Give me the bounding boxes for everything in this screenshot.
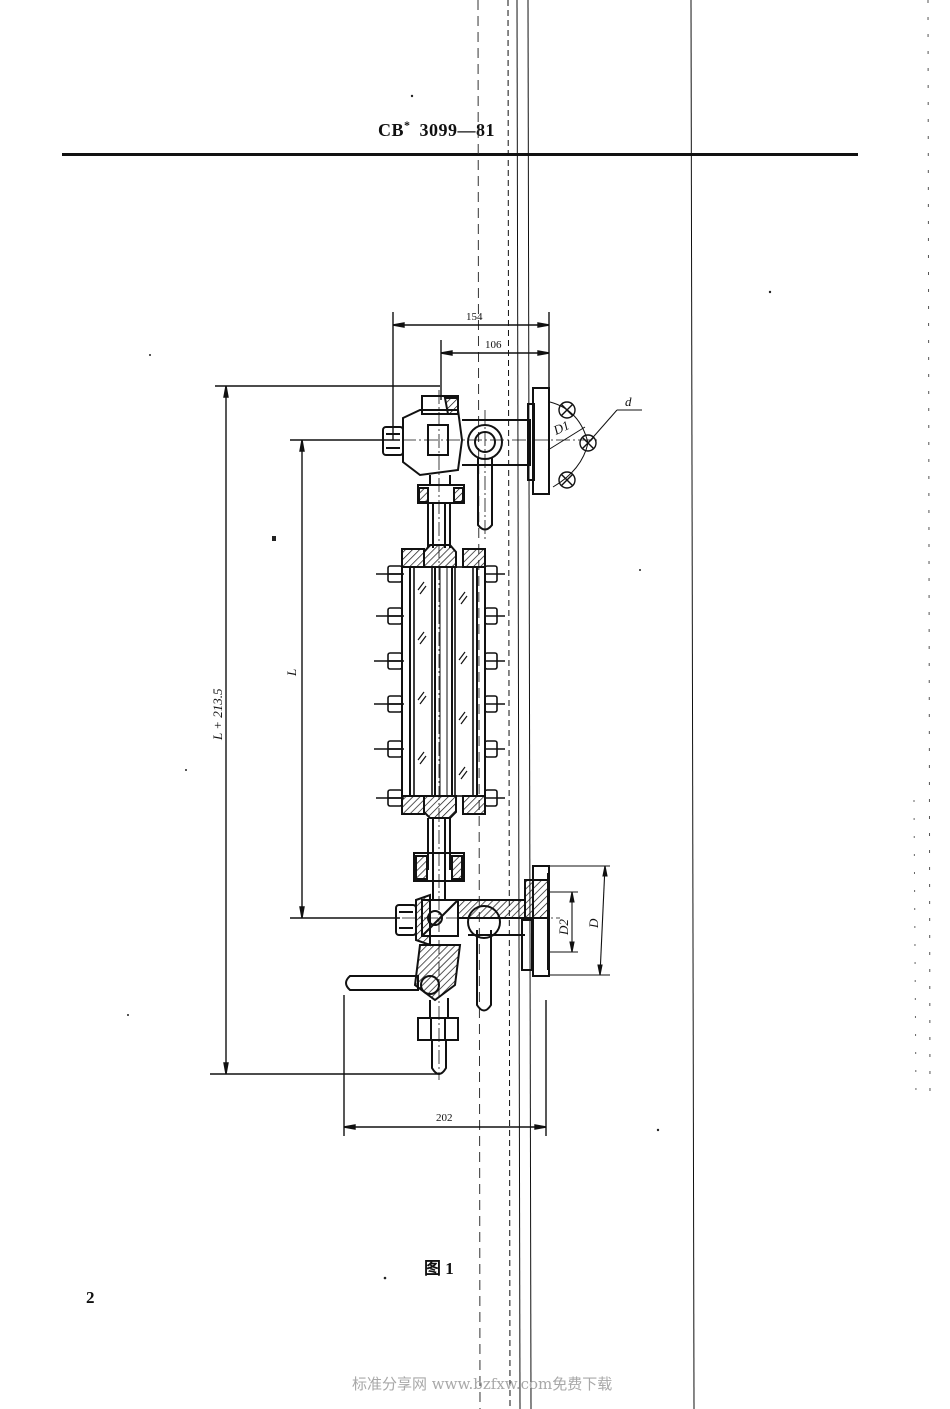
standard-number: 3099—81 bbox=[419, 120, 496, 140]
gauge-glass-body bbox=[401, 544, 486, 819]
flange-bolt-pattern: d D1 bbox=[547, 394, 642, 489]
svg-text:d: d bbox=[625, 394, 632, 409]
bolt-row bbox=[376, 565, 505, 583]
svg-text:L + 213.5: L + 213.5 bbox=[210, 688, 225, 741]
svg-text:D: D bbox=[586, 918, 601, 929]
header-rule bbox=[62, 153, 858, 156]
lower-tube bbox=[427, 818, 451, 900]
figure-caption: 图 1 bbox=[424, 1259, 454, 1278]
watermark: 标准分享网 www.bzfxw.com免费下载 bbox=[352, 1375, 613, 1393]
upper-valve bbox=[382, 387, 550, 531]
dimension-202: 202 bbox=[343, 995, 547, 1136]
scan-fold-lines bbox=[477, 0, 931, 1409]
upper-tube bbox=[427, 503, 451, 548]
dimension-154: 154 bbox=[392, 311, 550, 440]
standard-mark: * bbox=[404, 118, 411, 132]
standard-code: CB* 3099—81 bbox=[378, 118, 496, 141]
svg-text:202: 202 bbox=[436, 1112, 453, 1124]
lower-valve bbox=[345, 852, 550, 1075]
page-number: 2 bbox=[86, 1288, 95, 1307]
dimension-center-distance: L bbox=[284, 439, 400, 919]
dimension-106: 106 bbox=[440, 339, 550, 400]
svg-text:D2: D2 bbox=[556, 919, 571, 936]
svg-text:106: 106 bbox=[485, 339, 502, 351]
dimension-flange-diameters: D2 D bbox=[548, 865, 610, 976]
svg-text:154: 154 bbox=[466, 311, 483, 323]
scan-specks bbox=[127, 94, 772, 1280]
dimension-overall-height: L + 213.5 bbox=[210, 385, 440, 1075]
svg-text:L: L bbox=[284, 669, 299, 677]
standard-prefix: CB bbox=[378, 120, 405, 140]
svg-text:D1: D1 bbox=[550, 417, 572, 438]
clamp-bolts bbox=[374, 565, 505, 807]
